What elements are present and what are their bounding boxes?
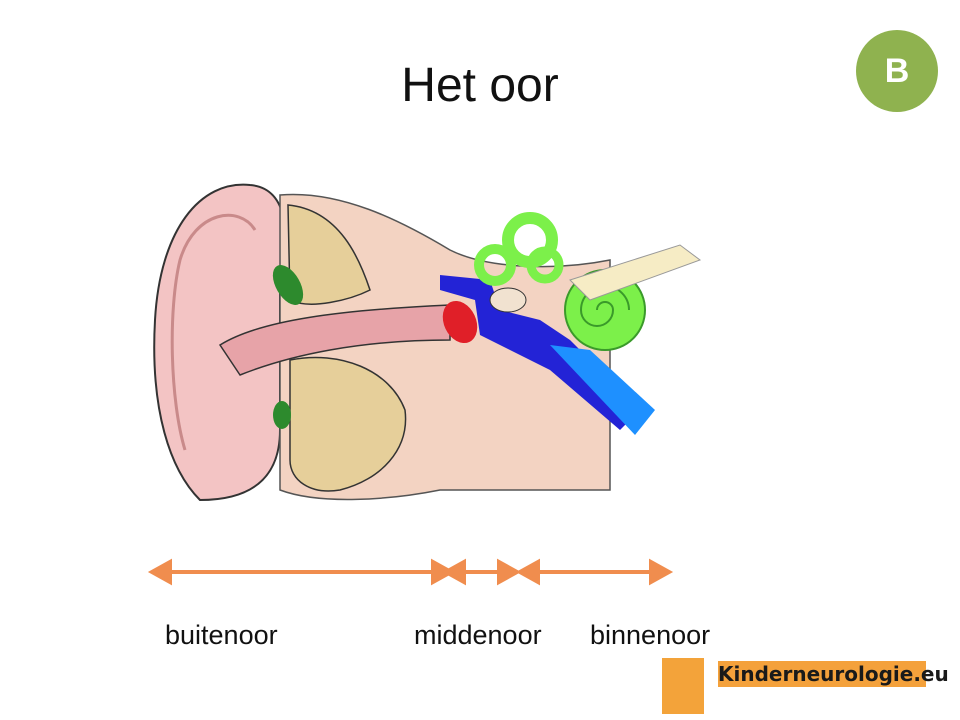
arrow-inner xyxy=(515,558,674,586)
region-arrows xyxy=(147,558,674,586)
gland-upper xyxy=(272,265,304,305)
logo-icon xyxy=(662,658,704,714)
slide-badge: B xyxy=(856,30,938,112)
pinna xyxy=(153,183,287,502)
auditory-nerve xyxy=(569,244,702,301)
eustachian-tube xyxy=(550,345,655,435)
eardrum xyxy=(442,300,478,344)
label-outer-ear: buitenoor xyxy=(165,620,278,650)
gland-lower xyxy=(273,401,291,429)
logo-text: Kinderneurologie.eu xyxy=(718,661,949,687)
semicircular-canal-2 xyxy=(474,244,516,286)
arrow-outer xyxy=(147,558,456,586)
label-inner-ear: binnenoor xyxy=(590,620,711,650)
semicircular-canal-3 xyxy=(526,246,564,284)
arrow-middle xyxy=(441,558,522,586)
cartilage-lower xyxy=(289,356,407,492)
middle-ear xyxy=(440,275,640,430)
ossicles xyxy=(489,287,527,313)
cartilage-upper xyxy=(287,204,371,305)
page-title: Het oor xyxy=(401,59,559,112)
pinna-fold xyxy=(170,213,257,451)
label-middle-ear: middenoor xyxy=(414,620,542,650)
ear-diagram xyxy=(153,183,702,502)
